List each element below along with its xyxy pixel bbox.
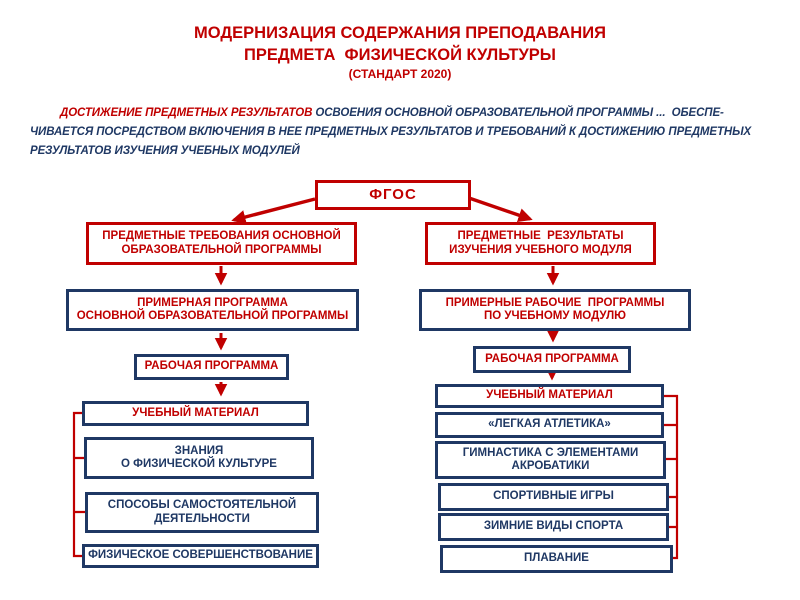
arrow-fgos-to-right-branch [468,196,533,223]
box-right-item-zimnie: ЗИМНИЕ ВИДЫ СПОРТА [438,513,669,541]
box-left-item-znaniya-label: ЗНАНИЯ О ФИЗИЧЕСКОЙ КУЛЬТУРЕ [121,444,277,471]
box-right-item-gimnastika-label: ГИМНАСТИКА С ЭЛЕМЕНТАМИ АКРОБАТИКИ [462,446,639,473]
box-right-item-zimnie-label: ЗИМНИЕ ВИДЫ СПОРТА [483,520,624,533]
box-right-work-label: РАБОЧАЯ ПРОГРАММА [485,352,619,365]
bracket-left-list [72,411,87,558]
intro-line-1-rest: ОСВОЕНИЯ ОСНОВНОЙ ОБРАЗОВАТЕЛЬНОЙ ПРОГРА… [312,107,724,119]
page-title-standard: (СТАНДАРТ 2020) [348,67,452,81]
page-title-line-2: ПРЕДМЕТА ФИЗИЧЕСКОЙ КУЛЬТУРЫ [244,46,556,64]
box-left-branch-label: ПРЕДМЕТНЫЕ ТРЕБОВАНИЯ ОСНОВНОЙ ОБРАЗОВАТ… [102,230,341,256]
intro-line-3: РЕЗУЛЬТАТОВ ИЗУЧЕНИЯ УЧЕБНЫХ МОДУЛЕЙ [30,145,300,157]
box-left-item-fizicheskoe-label: ФИЗИЧЕСКОЕ СОВЕРШЕНСТВОВАНИЕ [88,549,313,562]
box-left-item-sposoby-label: СПОСОБЫ САМОСТОЯТЕЛЬНОЙ ДЕЯТЕЛЬНОСТИ [107,499,297,525]
box-left-work-label: РАБОЧАЯ ПРОГРАММА [144,360,279,373]
box-right-item-sportivnye: СПОРТИВНЫЕ ИГРЫ [438,483,669,511]
box-right-work-program: РАБОЧАЯ ПРОГРАММА [473,346,631,373]
box-right-item-plavanie: ПЛАВАНИЕ [440,545,673,573]
intro-line-1: ДОСТИЖЕНИЕ ПРЕДМЕТНЫХ РЕЗУЛЬТАТОВ ОСВОЕН… [30,104,782,123]
arrow-fgos-to-left-branch [231,197,316,225]
box-left-material-label: УЧЕБНЫЙ МАТЕРИАЛ [132,406,259,419]
box-right-primary-label: ПРИМЕРНЫЕ РАБОЧИЕ ПРОГРАММЫ ПО УЧЕБНОМУ … [445,296,665,323]
intro-highlight: ДОСТИЖЕНИЕ ПРЕДМЕТНЫХ РЕЗУЛЬТАТОВ [60,107,313,119]
page-title-line-1: МОДЕРНИЗАЦИЯ СОДЕРЖАНИЯ ПРЕПОДАВАНИЯ [194,24,606,42]
box-right-branch: ПРЕДМЕТНЫЕ РЕЗУЛЬТАТЫ ИЗУЧЕНИЯ УЧЕБНОГО … [425,222,656,265]
box-left-work-program: РАБОЧАЯ ПРОГРАММА [134,354,289,380]
box-fgos-label: ФГОС [369,186,417,204]
intro-line-2: ЧИВАЕТСЯ ПОСРЕДСТВОМ ВКЛЮЧЕНИЯ В НЕЕ ПРЕ… [30,126,752,138]
box-left-item-fizicheskoe: ФИЗИЧЕСКОЕ СОВЕРШЕНСТВОВАНИЕ [82,544,319,568]
box-right-item-sportivnye-label: СПОРТИВНЫЕ ИГРЫ [493,490,614,503]
box-left-primary-label: ПРИМЕРНАЯ ПРОГРАММА ОСНОВНОЙ ОБРАЗОВАТЕЛ… [76,296,349,323]
box-right-item-plavanie-label: ПЛАВАНИЕ [524,552,589,565]
box-left-item-znaniya: ЗНАНИЯ О ФИЗИЧЕСКОЙ КУЛЬТУРЕ [84,437,314,479]
box-left-branch: ПРЕДМЕТНЫЕ ТРЕБОВАНИЯ ОСНОВНОЙ ОБРАЗОВАТ… [86,222,357,265]
box-right-material: УЧЕБНЫЙ МАТЕРИАЛ [435,384,664,408]
intro-paragraph: ДОСТИЖЕНИЕ ПРЕДМЕТНЫХ РЕЗУЛЬТАТОВ ОСВОЕН… [30,104,782,161]
box-right-item-atletika: «ЛЕГКАЯ АТЛЕТИКА» [435,412,664,438]
box-right-item-atletika-label: «ЛЕГКАЯ АТЛЕТИКА» [488,418,611,431]
page-title: МОДЕРНИЗАЦИЯ СОДЕРЖАНИЯ ПРЕПОДАВАНИЯ ПРЕ… [0,22,800,82]
box-left-item-sposoby: СПОСОБЫ САМОСТОЯТЕЛЬНОЙ ДЕЯТЕЛЬНОСТИ [85,492,319,533]
box-fgos: ФГОС [315,180,471,210]
box-right-branch-label: ПРЕДМЕТНЫЕ РЕЗУЛЬТАТЫ ИЗУЧЕНИЯ УЧЕБНОГО … [449,230,632,256]
box-left-material: УЧЕБНЫЙ МАТЕРИАЛ [82,401,309,426]
box-right-item-gimnastika: ГИМНАСТИКА С ЭЛЕМЕНТАМИ АКРОБАТИКИ [435,441,666,479]
box-right-primary-programs: ПРИМЕРНЫЕ РАБОЧИЕ ПРОГРАММЫ ПО УЧЕБНОМУ … [419,289,691,331]
box-left-primary-program: ПРИМЕРНАЯ ПРОГРАММА ОСНОВНОЙ ОБРАЗОВАТЕЛ… [66,289,359,331]
box-right-material-label: УЧЕБНЫЙ МАТЕРИАЛ [486,389,613,402]
